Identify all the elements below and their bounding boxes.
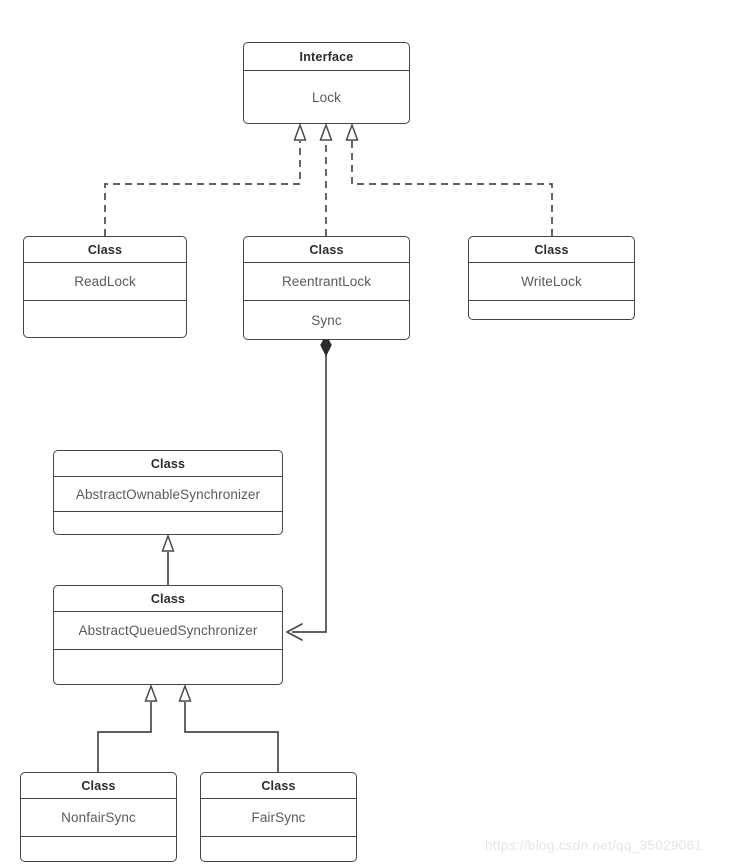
node-name: AbstractOwnableSynchronizer bbox=[54, 476, 282, 511]
node-name: NonfairSync bbox=[21, 798, 176, 836]
uml-node-fairsync[interactable]: Class FairSync bbox=[200, 772, 357, 862]
node-name: FairSync bbox=[201, 798, 356, 836]
uml-node-lock[interactable]: Interface Lock bbox=[243, 42, 410, 124]
edge-fairsync-extends-aqs bbox=[178, 683, 279, 772]
node-stereotype: Class bbox=[81, 778, 116, 793]
uml-node-nonfairsync[interactable]: Class NonfairSync bbox=[20, 772, 177, 862]
uml-node-abstractqueuedsynchronizer[interactable]: Class AbstractQueuedSynchronizer bbox=[53, 585, 283, 685]
node-name: WriteLock bbox=[469, 262, 634, 300]
edge-reentrantlock-implements-lock bbox=[319, 122, 333, 236]
node-members bbox=[469, 300, 634, 319]
uml-node-writelock[interactable]: Class WriteLock bbox=[468, 236, 635, 320]
node-stereotype: Class bbox=[87, 242, 123, 257]
node-members bbox=[54, 511, 282, 534]
node-stereotype: Class bbox=[261, 778, 296, 793]
node-name: Lock bbox=[244, 70, 409, 123]
edge-writelock-implements-lock bbox=[345, 122, 553, 236]
edge-reentrantlock-composes-aqs bbox=[286, 334, 332, 641]
edge-nonfairsync-extends-aqs bbox=[97, 683, 158, 772]
node-members bbox=[21, 836, 176, 861]
node-stereotype: Class bbox=[534, 242, 569, 257]
node-members: Sync bbox=[244, 300, 409, 339]
node-members bbox=[54, 649, 282, 684]
node-stereotype: Class bbox=[150, 591, 186, 606]
node-name: ReadLock bbox=[24, 262, 186, 300]
node-members bbox=[201, 836, 356, 861]
uml-node-readlock[interactable]: Class ReadLock bbox=[23, 236, 187, 338]
node-members bbox=[24, 300, 186, 337]
uml-node-abstractownablesynchronizer[interactable]: Class AbstractOwnableSynchronizer bbox=[53, 450, 283, 535]
node-name: AbstractQueuedSynchronizer bbox=[54, 611, 282, 649]
node-stereotype: Class bbox=[150, 456, 186, 471]
node-name: ReentrantLock bbox=[244, 262, 409, 300]
edge-aqs-extends-aos bbox=[161, 533, 175, 585]
edge-readlock-implements-lock bbox=[104, 122, 307, 236]
watermark-text: https://blog.csdn.net/qq_35029061 bbox=[485, 838, 703, 853]
uml-node-reentrantlock[interactable]: Class ReentrantLock Sync bbox=[243, 236, 410, 340]
node-stereotype: Class bbox=[309, 242, 344, 257]
node-stereotype: Interface bbox=[299, 49, 354, 64]
